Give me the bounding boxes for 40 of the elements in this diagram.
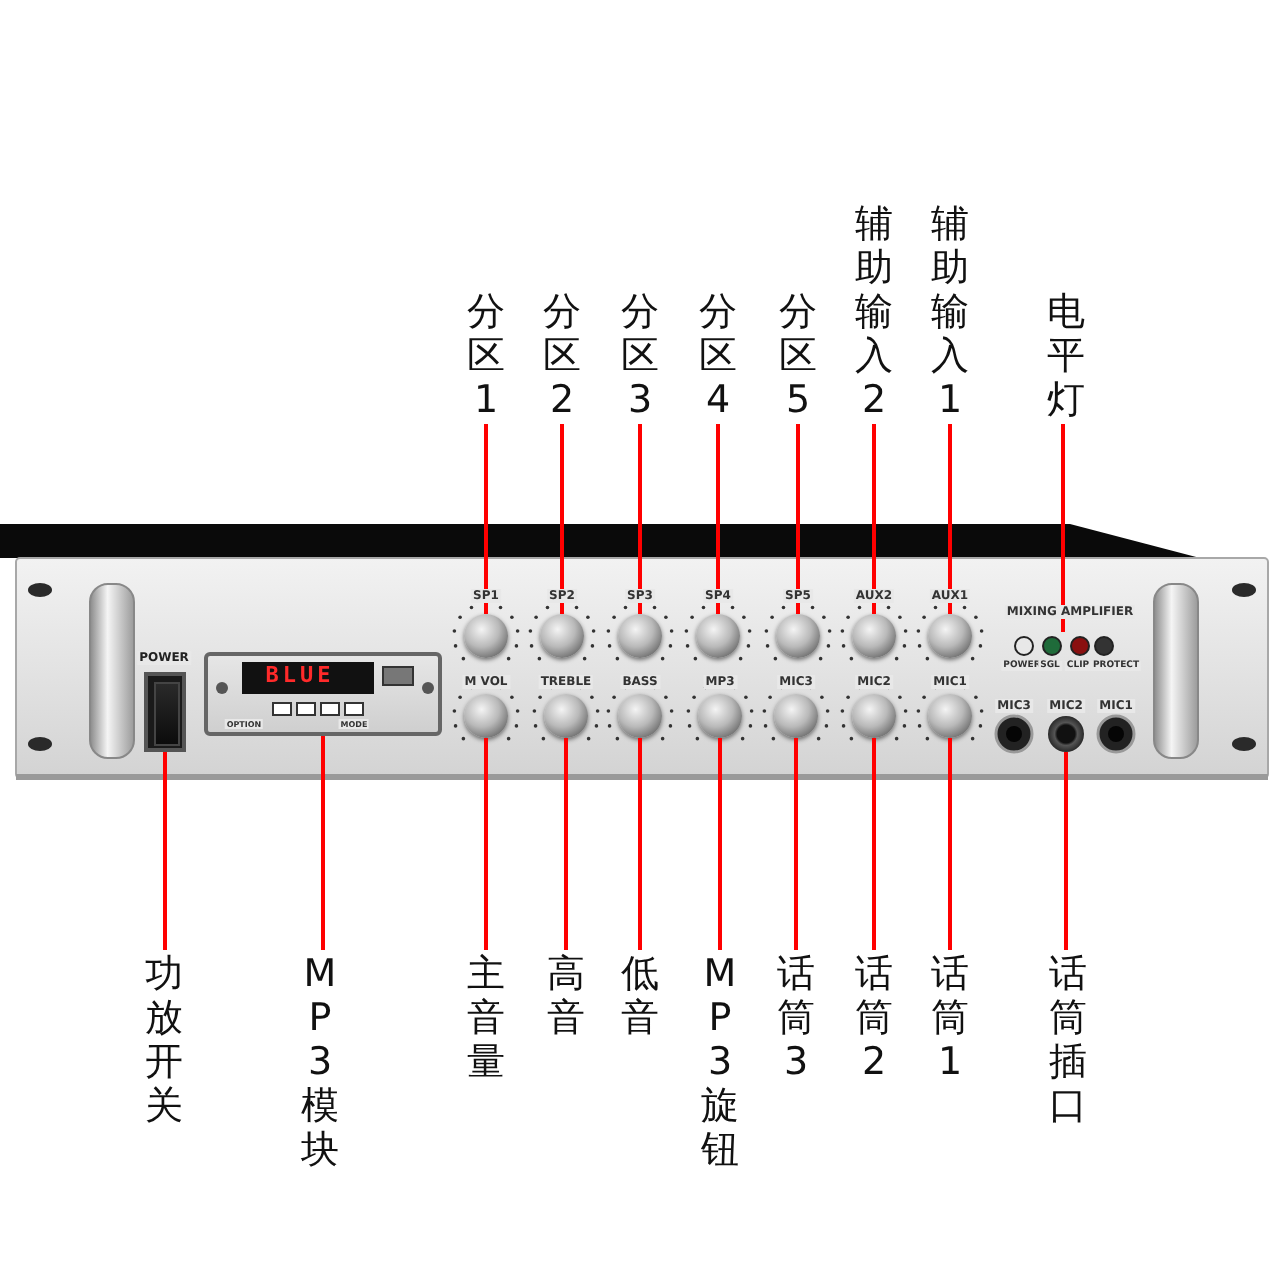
leader-line [163,752,167,950]
callout-label: 高音 [546,952,586,1040]
callout-label: 分区1 [466,290,506,422]
leader-line [948,424,952,614]
leader-line [321,736,325,950]
leader-line [484,424,488,614]
leader-line [638,738,642,950]
leader-line [716,424,720,614]
mp3-module [204,652,442,736]
leader-line [796,424,800,614]
power-switch [144,672,186,752]
leader-line [560,424,564,614]
callout-label: 电平灯 [1046,290,1086,422]
callout-label: 话筒插口 [1048,952,1088,1128]
callout-label: 辅助输入2 [854,202,894,422]
callout-label: 辅助输入1 [930,202,970,422]
display-readout: BLUE [265,664,335,688]
callout-label: 话筒1 [930,952,970,1084]
callout-label: 分区3 [620,290,660,422]
callout-label: 主音量 [466,952,506,1084]
callout-label: 功放开关 [144,952,184,1128]
leader-line [484,738,488,950]
leader-line [948,738,952,950]
callout-label: 话筒2 [854,952,894,1084]
callout-label: 分区5 [778,290,818,422]
leader-line [872,424,876,614]
leader-line [794,738,798,950]
leader-line [564,738,568,950]
callout-label: 话筒3 [776,952,816,1084]
leader-line [1064,752,1068,950]
indicator-lights [1010,632,1116,660]
leader-line [872,738,876,950]
callout-label: MP3模块 [300,952,340,1172]
callout-label: 分区4 [698,290,738,422]
callout-label: 低音 [620,952,660,1040]
callout-label: 分区2 [542,290,582,422]
leader-line [718,738,722,950]
callout-label: MP3旋钮 [700,952,740,1172]
leader-line [638,424,642,614]
leader-line [1061,424,1065,632]
